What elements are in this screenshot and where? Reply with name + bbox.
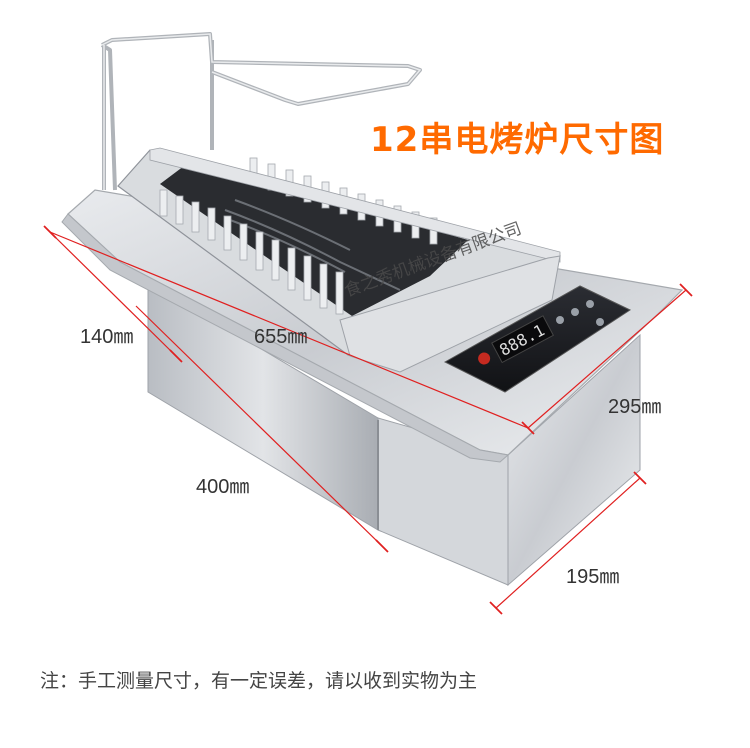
cabinet-right bbox=[507, 333, 641, 587]
tabletop-edge bbox=[61, 213, 510, 463]
dimension-195: 195㎜ bbox=[566, 566, 620, 588]
page-title: 12串电烤炉尺寸图 bbox=[370, 120, 665, 160]
dimension-295: 295㎜ bbox=[608, 396, 662, 418]
grill-heating-area bbox=[160, 160, 468, 316]
dimension-655: 655㎜ bbox=[254, 326, 308, 348]
panel-buttons bbox=[556, 300, 604, 326]
dimension-140: 140㎜ bbox=[80, 326, 134, 348]
measurement-note: 注：手工测量尺寸，有一定误差，请以收到实物为主 bbox=[40, 670, 478, 692]
dimension-400: 400㎜ bbox=[196, 476, 250, 498]
dimension-lines bbox=[43, 225, 693, 615]
